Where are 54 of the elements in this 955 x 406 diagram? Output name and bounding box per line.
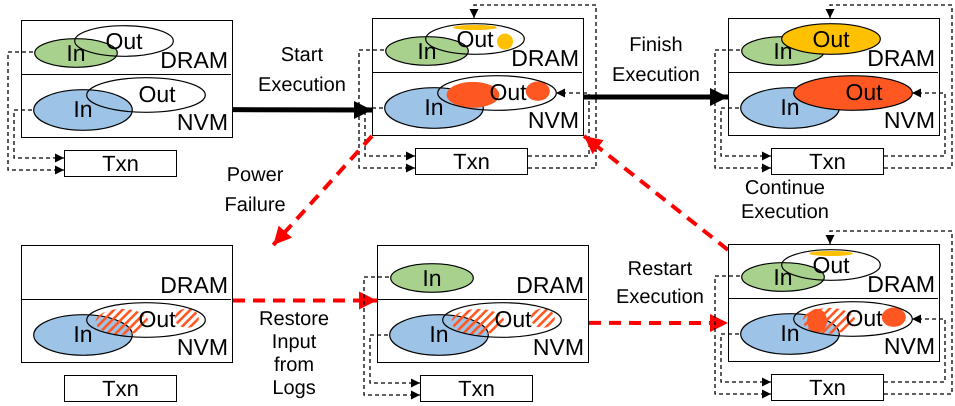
transaction-box: Txn (415, 148, 528, 175)
dashed-arrow (233, 291, 377, 310)
memory-box (21, 245, 233, 363)
dashed-arrow (369, 334, 420, 388)
region-label: DRAM (516, 274, 584, 296)
edge-label: Finish Execution (612, 33, 700, 88)
memory-box (21, 20, 233, 138)
dashed-arrow (714, 49, 771, 172)
transaction-box: Txn (771, 374, 884, 401)
arrow (584, 88, 728, 106)
input-ellipse: In (390, 263, 474, 293)
edge-label: Restore Input from Logs (259, 308, 330, 400)
region-label: NVM (884, 335, 935, 358)
region-label: NVM (176, 111, 228, 134)
input-ellipse: In (33, 88, 133, 130)
dashed-arrow (364, 107, 415, 160)
region-label: DRAM (867, 46, 935, 70)
dashed-arrow (826, 4, 953, 169)
dashed-arrow (884, 314, 946, 383)
region-label: DRAM (511, 46, 579, 70)
region-label: NVM (532, 336, 584, 359)
transaction-box: Txn (64, 375, 177, 402)
transaction-box: Txn (771, 148, 884, 175)
region-label: DRAM (160, 274, 228, 296)
dashed-arrow (7, 51, 64, 174)
dashed-arrow (589, 314, 728, 332)
region-label: NVM (176, 336, 228, 359)
region-label: DRAM (160, 48, 228, 72)
dashed-arrow (826, 230, 953, 395)
dashed-arrow (720, 107, 771, 160)
memory-box (728, 18, 940, 136)
memory-box (728, 244, 940, 362)
region-label: NVM (528, 109, 579, 132)
region-label: NVM (884, 109, 935, 132)
edge-label: Restart Execution (616, 257, 704, 310)
memory-box (377, 245, 589, 363)
arrow (233, 101, 372, 119)
edge-label: Power Failure (224, 163, 286, 218)
dashed-arrow (363, 276, 420, 400)
region-label: DRAM (867, 272, 935, 296)
dashed-arrow (720, 333, 771, 386)
edge-label: Start Execution (258, 43, 346, 98)
dashed-arrow (358, 49, 415, 172)
dashed-arrow (884, 88, 946, 157)
dashed-arrow (470, 4, 597, 169)
dashed-arrow (272, 134, 374, 246)
dashed-arrow (13, 109, 64, 162)
edge-label: Continue Execution (741, 176, 829, 224)
transaction-box: Txn (420, 375, 533, 402)
memory-box (372, 18, 584, 136)
dashed-arrow (582, 134, 730, 252)
dashed-arrow (528, 88, 590, 157)
transaction-box: Txn (64, 150, 177, 177)
dashed-arrow (714, 275, 771, 398)
